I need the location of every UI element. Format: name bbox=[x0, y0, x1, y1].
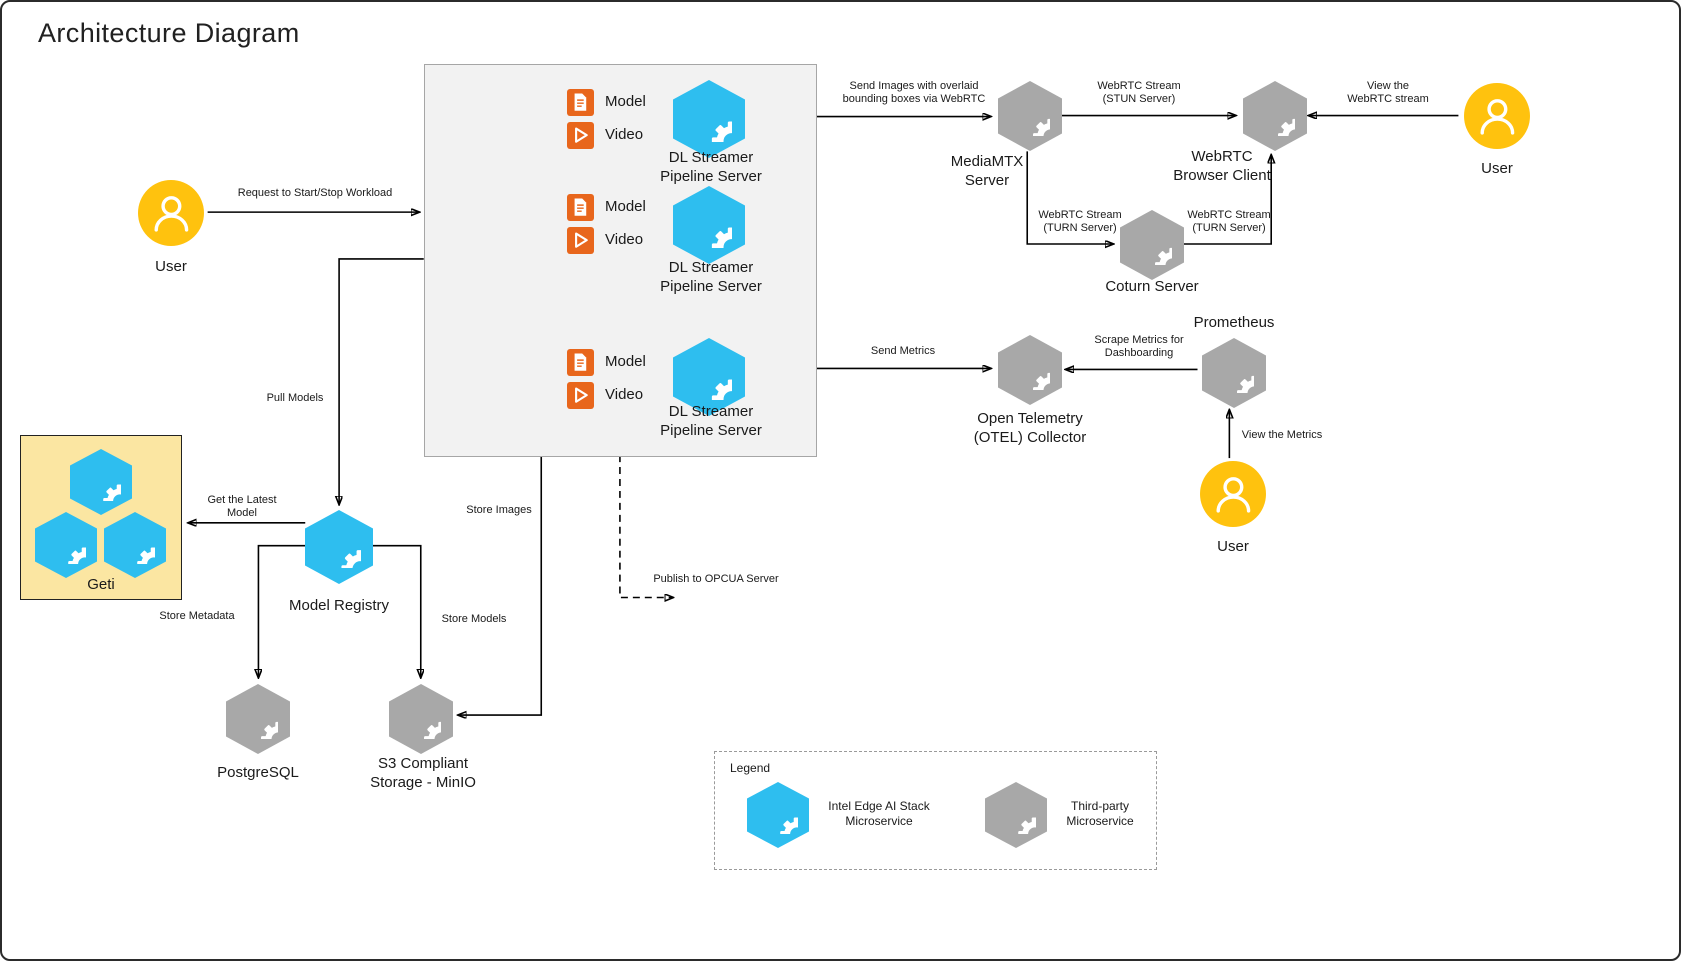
dl-streamer-label: DL Streamer Pipeline Server bbox=[660, 149, 762, 185]
otel-collector-label: Open Telemetry (OTEL) Collector bbox=[973, 410, 1087, 446]
legend-intel-label: Intel Edge AI Stack Microservice bbox=[828, 799, 930, 828]
edge-label-get-latest-model: Get the Latest Model bbox=[207, 494, 277, 520]
video-icon bbox=[567, 382, 594, 409]
webrtc-client-icon bbox=[1243, 81, 1307, 151]
coturn-icon bbox=[1120, 210, 1184, 280]
edge-label-turn-stream-left: WebRTC Stream (TURN Server) bbox=[1038, 209, 1122, 235]
geti-label: Geti bbox=[87, 576, 115, 593]
edge-label-publish-opcua: Publish to OPCUA Server bbox=[653, 573, 779, 585]
edge-pull-models bbox=[339, 258, 424, 504]
user-icon-top-right bbox=[1464, 83, 1530, 149]
model-file-icon bbox=[567, 349, 594, 376]
webrtc-client-label: WebRTC Browser Client bbox=[1173, 148, 1271, 184]
video-icon bbox=[567, 122, 594, 149]
postgresql-label: PostgreSQL bbox=[217, 764, 299, 781]
video-icon bbox=[567, 227, 594, 254]
model-file-icon bbox=[567, 89, 594, 116]
model-label: Model bbox=[605, 353, 646, 370]
edge-label-store-models: Store Models bbox=[441, 613, 507, 625]
edge-label-request-workload: Request to Start/Stop Workload bbox=[237, 187, 393, 199]
coturn-label: Coturn Server bbox=[1105, 278, 1199, 295]
user-icon-left bbox=[138, 180, 204, 246]
prometheus-icon bbox=[1202, 338, 1266, 408]
dl-streamer-icon bbox=[673, 186, 745, 264]
model-registry-icon bbox=[305, 510, 373, 584]
model-label: Model bbox=[605, 93, 646, 110]
prometheus-label: Prometheus bbox=[1193, 314, 1275, 331]
model-file-icon bbox=[567, 194, 594, 221]
otel-collector-icon bbox=[998, 335, 1062, 405]
edge-label-scrape-metrics: Scrape Metrics for Dashboarding bbox=[1094, 334, 1184, 360]
mediamtx-label: MediaMTX Server bbox=[950, 153, 1024, 189]
dl-streamer-icon bbox=[673, 338, 745, 416]
dl-streamer-label: DL Streamer Pipeline Server bbox=[660, 259, 762, 295]
edge-label-send-metrics: Send Metrics bbox=[870, 345, 936, 357]
postgresql-icon bbox=[226, 684, 290, 754]
user-bottom-right-label: User bbox=[1217, 538, 1249, 555]
s3-minio-icon bbox=[389, 684, 453, 754]
model-registry-label: Model Registry bbox=[288, 597, 390, 614]
geti-service-icon bbox=[70, 449, 132, 515]
edge-label-view-stream: View the WebRTC stream bbox=[1347, 80, 1429, 106]
model-label: Model bbox=[605, 198, 646, 215]
user-left-label: User bbox=[155, 258, 187, 275]
user-top-right-label: User bbox=[1481, 160, 1513, 177]
pipeline-servers-box bbox=[424, 64, 817, 457]
edge-label-send-images: Send Images with overlaid bounding boxes… bbox=[842, 80, 986, 106]
edge-label-store-metadata: Store Metadata bbox=[159, 610, 235, 622]
page-title: Architecture Diagram bbox=[38, 18, 300, 48]
video-label: Video bbox=[605, 231, 644, 248]
video-label: Video bbox=[605, 126, 644, 143]
edge-label-view-metrics: View the Metrics bbox=[1241, 429, 1323, 441]
edge-store-images bbox=[459, 455, 543, 715]
user-icon-bottom-right bbox=[1200, 461, 1266, 527]
dl-streamer-icon bbox=[673, 80, 745, 158]
dl-streamer-label: DL Streamer Pipeline Server bbox=[660, 403, 762, 439]
video-label: Video bbox=[605, 386, 644, 403]
s3-minio-label: S3 Compliant Storage - MinIO bbox=[370, 755, 476, 791]
legend-title: Legend bbox=[730, 761, 771, 775]
edge-label-store-images: Store Images bbox=[466, 504, 532, 516]
legend-third-party-label: Third-party Microservice bbox=[1066, 799, 1134, 828]
edge-label-turn-stream-right: WebRTC Stream (TURN Server) bbox=[1187, 209, 1271, 235]
mediamtx-icon bbox=[998, 81, 1062, 151]
edge-label-pull-models: Pull Models bbox=[266, 392, 324, 404]
edge-label-stun-stream: WebRTC Stream (STUN Server) bbox=[1097, 80, 1181, 106]
